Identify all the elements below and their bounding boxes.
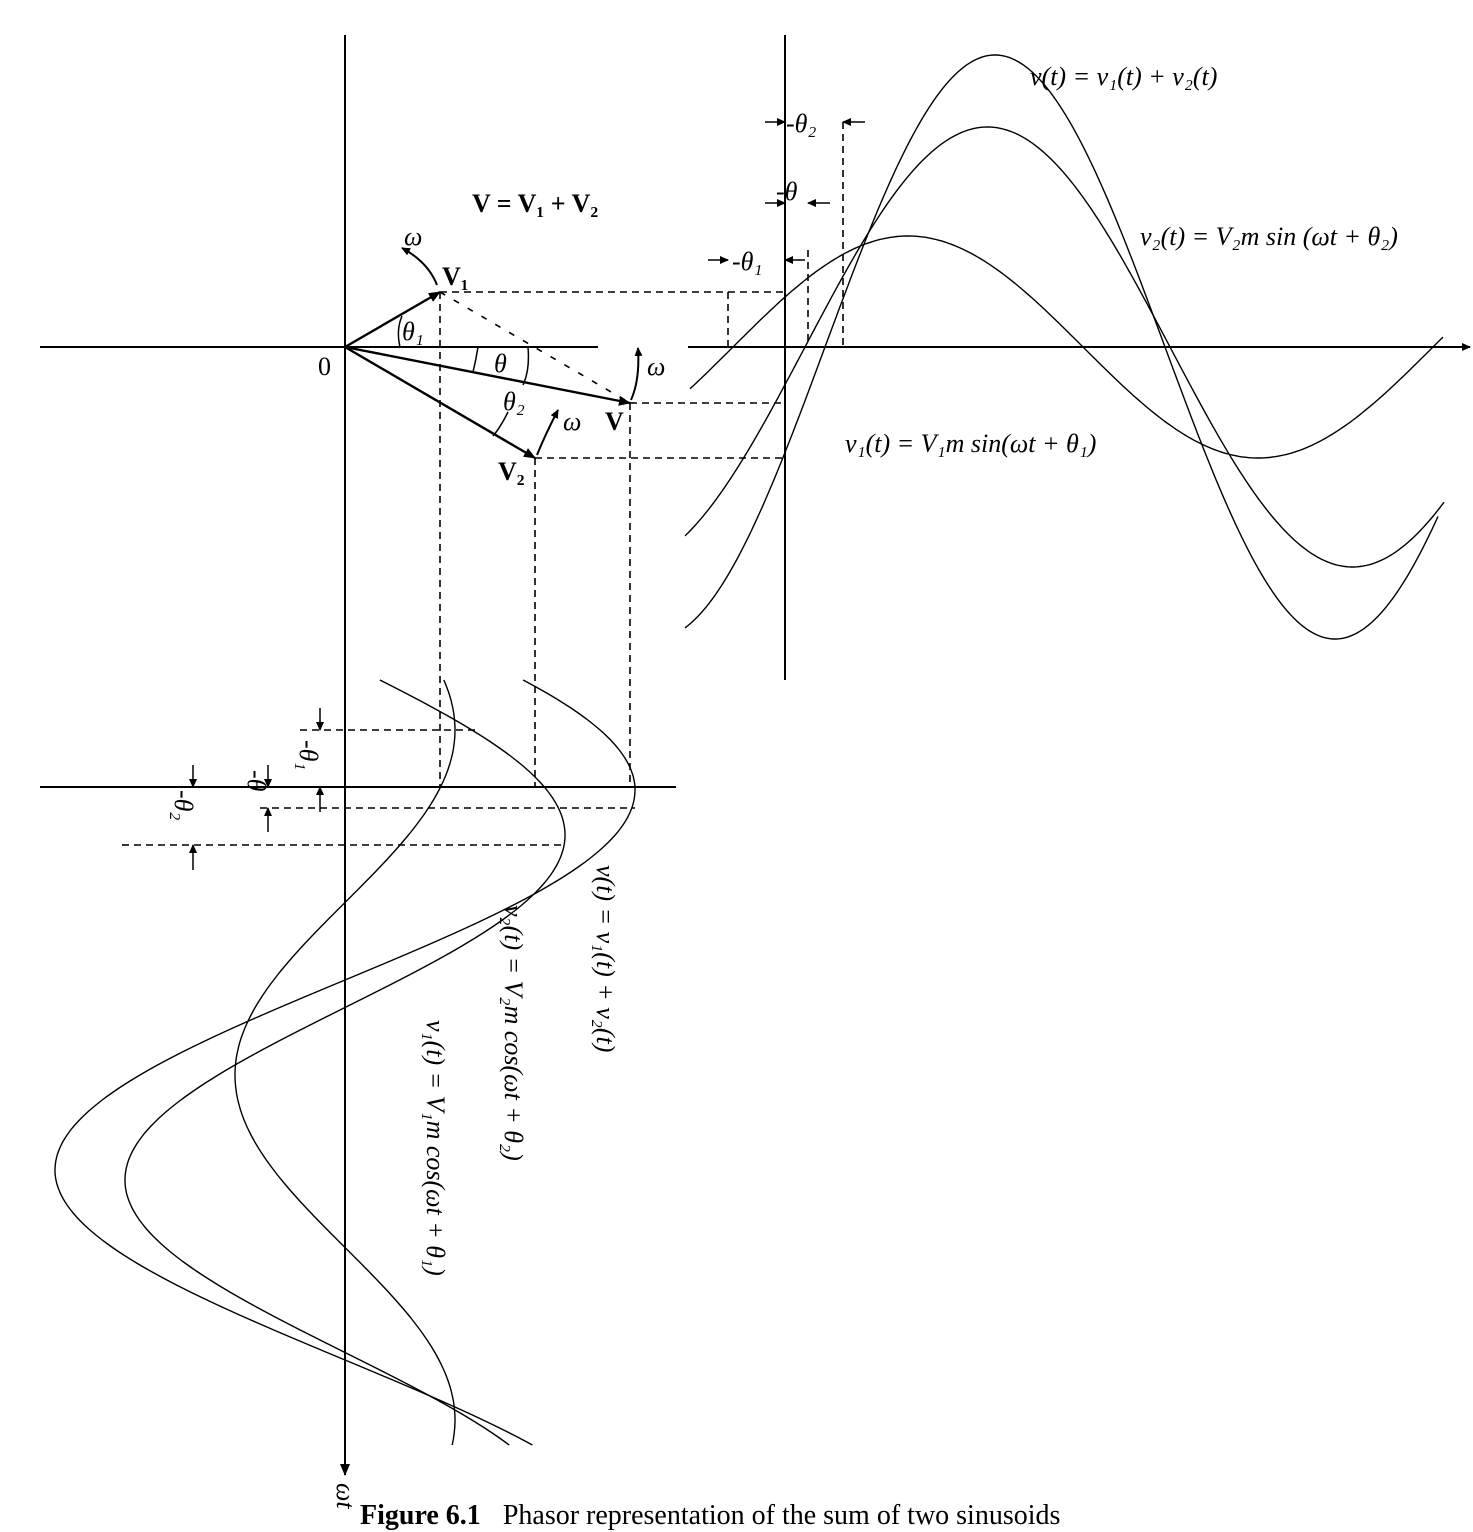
omega-arrow-v — [630, 347, 643, 401]
right-v2-label: v₂(t) = V₂m sin (ωt + θ₂) — [1140, 222, 1398, 251]
omega-label-v: ω — [647, 352, 665, 381]
bottom-wave-v — [54, 679, 636, 1446]
theta1-label: θ₁ — [402, 317, 424, 346]
omega-label-v2: ω — [563, 407, 581, 436]
bottom-v1-label: v₁(t) = V₁m cos(ωt + θ₁) — [421, 1020, 450, 1276]
omega-arrow-v2 — [536, 409, 559, 456]
phasor-sum-equation: V = V₁ + V₂ — [472, 189, 598, 218]
origin-label: 0 — [318, 352, 331, 381]
neg-theta2-label-right: -θ₂ — [786, 109, 816, 138]
bottom-wave-v1 — [234, 679, 456, 1446]
phasor-v — [344, 345, 631, 406]
neg-theta-label-right: -θ — [776, 177, 798, 206]
neg-theta1-label-bottom: -θ₁ — [294, 740, 323, 770]
right-wave-v1 — [689, 235, 1444, 459]
omega-t-axis-label: ωt — [331, 1483, 360, 1509]
right-v1-label: v₁(t) = V₁m sin(ωt + θ₁) — [845, 429, 1096, 458]
omega-arrow-v1 — [401, 247, 438, 286]
right-wave-v — [684, 54, 1439, 640]
bottom-v-label: v(t) = v₁(t) + v₂(t) — [591, 865, 620, 1052]
neg-theta2-label-bottom: -θ₂ — [169, 790, 198, 820]
neg-theta1-label-right: -θ₁ — [732, 247, 762, 276]
phasor-v2 — [344, 345, 536, 460]
v2-phasor-label: V₂ — [498, 457, 525, 486]
figure-number: Figure 6.1 — [360, 1500, 481, 1531]
figure-caption: Figure 6.1 Phasor representation of the s… — [360, 1500, 1060, 1532]
figure-caption-text: Phasor representation of the sum of two … — [502, 1500, 1061, 1531]
dimension-markers — [189, 118, 865, 870]
v1-phasor-label: V₁ — [442, 262, 469, 291]
bottom-v2-label: v₂(t) = V₂m cos(ωt + θ₂) — [499, 905, 528, 1161]
phasor-v1 — [344, 290, 441, 349]
omega-label-v1: ω — [404, 222, 422, 251]
v-phasor-label: V — [605, 407, 624, 436]
right-wave-v2 — [684, 126, 1445, 568]
theta-label: θ — [494, 349, 507, 378]
theta1-arc — [397, 315, 403, 348]
right-v-label: v(t) = v₁(t) + v₂(t) — [1030, 62, 1217, 91]
theta-arc — [472, 346, 479, 373]
theta2-label: θ₂ — [503, 387, 525, 416]
theta2-arc — [522, 346, 530, 386]
bottom-wave-v2 — [124, 679, 566, 1446]
neg-theta-label-bottom: -θ — [242, 770, 271, 792]
